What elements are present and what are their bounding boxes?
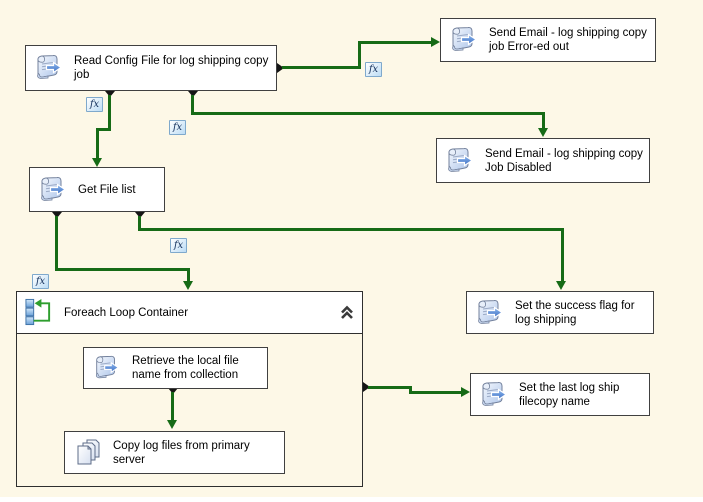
connector-segment	[138, 228, 564, 231]
arrowhead-icon	[92, 158, 102, 167]
task-label: Send Email - log shipping copy job Error…	[489, 27, 647, 53]
source-stub	[52, 212, 62, 218]
task-set-last-filecopy[interactable]: Set the last log ship filecopy name	[470, 373, 650, 416]
foreach-loop-container[interactable]: Foreach Loop Container Retrieve the loca…	[16, 291, 363, 487]
source-stub	[135, 212, 145, 218]
foreach-loop-header[interactable]: Foreach Loop Container	[17, 292, 362, 334]
source-stub	[363, 382, 370, 392]
task-retrieve-local-file[interactable]: Retrieve the local file name from collec…	[83, 347, 268, 389]
task-label: Set the last log ship filecopy name	[519, 381, 620, 408]
source-stub	[168, 388, 178, 394]
task-set-success-flag[interactable]: Set the success flag for log shipping	[466, 291, 654, 334]
arrowhead-icon	[167, 420, 177, 429]
task-send-email-error[interactable]: Send Email - log shipping copy job Error…	[440, 18, 656, 62]
task-label: Set the success flag for log shipping	[515, 299, 635, 326]
connector-segment	[561, 228, 564, 282]
source-stub	[188, 91, 198, 97]
task-label: Read Config File for log shipping copy j…	[74, 55, 269, 81]
connector-segment	[368, 386, 412, 389]
task-label: Get File list	[78, 183, 136, 196]
source-stub	[277, 63, 284, 73]
connector-segment	[542, 112, 545, 129]
copy-files-icon	[71, 437, 105, 469]
connector-segment	[138, 216, 141, 228]
connector-segment	[358, 41, 361, 69]
connector-segment	[409, 391, 462, 394]
script-task-icon	[90, 352, 124, 384]
task-read-config-file[interactable]: Read Config File for log shipping copy j…	[25, 45, 277, 91]
expression-fx-badge: fx	[86, 97, 103, 112]
connector-segment	[191, 112, 545, 115]
connector-segment	[96, 128, 99, 159]
foreach-loop-icon	[24, 297, 54, 329]
connector-segment	[358, 41, 432, 44]
container-title: Foreach Loop Container	[64, 306, 189, 319]
script-task-icon	[443, 145, 477, 177]
script-task-icon	[32, 52, 66, 84]
script-task-icon	[473, 297, 507, 329]
connector-segment	[171, 392, 174, 421]
canvas-bottom-edge	[0, 497, 703, 502]
expression-fx-badge: fx	[169, 120, 186, 135]
connector-segment	[55, 268, 190, 271]
collapse-chevron-icon[interactable]	[338, 303, 356, 321]
source-stub	[105, 91, 115, 97]
arrowhead-icon	[183, 281, 193, 290]
task-copy-log-files[interactable]: Copy log files from primary server	[64, 431, 285, 474]
task-label: Retrieve the local file name from collec…	[132, 355, 239, 381]
arrowhead-icon	[431, 37, 440, 47]
expression-fx-badge: fx	[170, 238, 187, 253]
task-send-email-disabled[interactable]: Send Email - log shipping copy Job Disab…	[436, 138, 650, 183]
task-label: Send Email - log shipping copy Job Disab…	[485, 147, 643, 174]
expression-fx-badge: fx	[32, 274, 49, 289]
connector-segment	[409, 386, 412, 394]
connector-segment	[191, 95, 194, 112]
connector-segment	[108, 95, 111, 128]
script-task-icon	[36, 174, 70, 206]
task-get-file-list[interactable]: Get File list	[29, 167, 165, 212]
arrowhead-icon	[538, 128, 548, 137]
script-task-icon	[447, 24, 481, 56]
arrowhead-icon	[556, 281, 566, 290]
connector-segment	[282, 66, 361, 69]
script-task-icon	[477, 379, 511, 411]
arrowhead-icon	[461, 387, 470, 397]
expression-fx-badge: fx	[365, 62, 382, 77]
connector-segment	[96, 128, 111, 131]
task-label: Copy log files from primary server	[113, 439, 250, 466]
connector-segment	[55, 216, 58, 268]
connector-segment	[187, 268, 190, 282]
